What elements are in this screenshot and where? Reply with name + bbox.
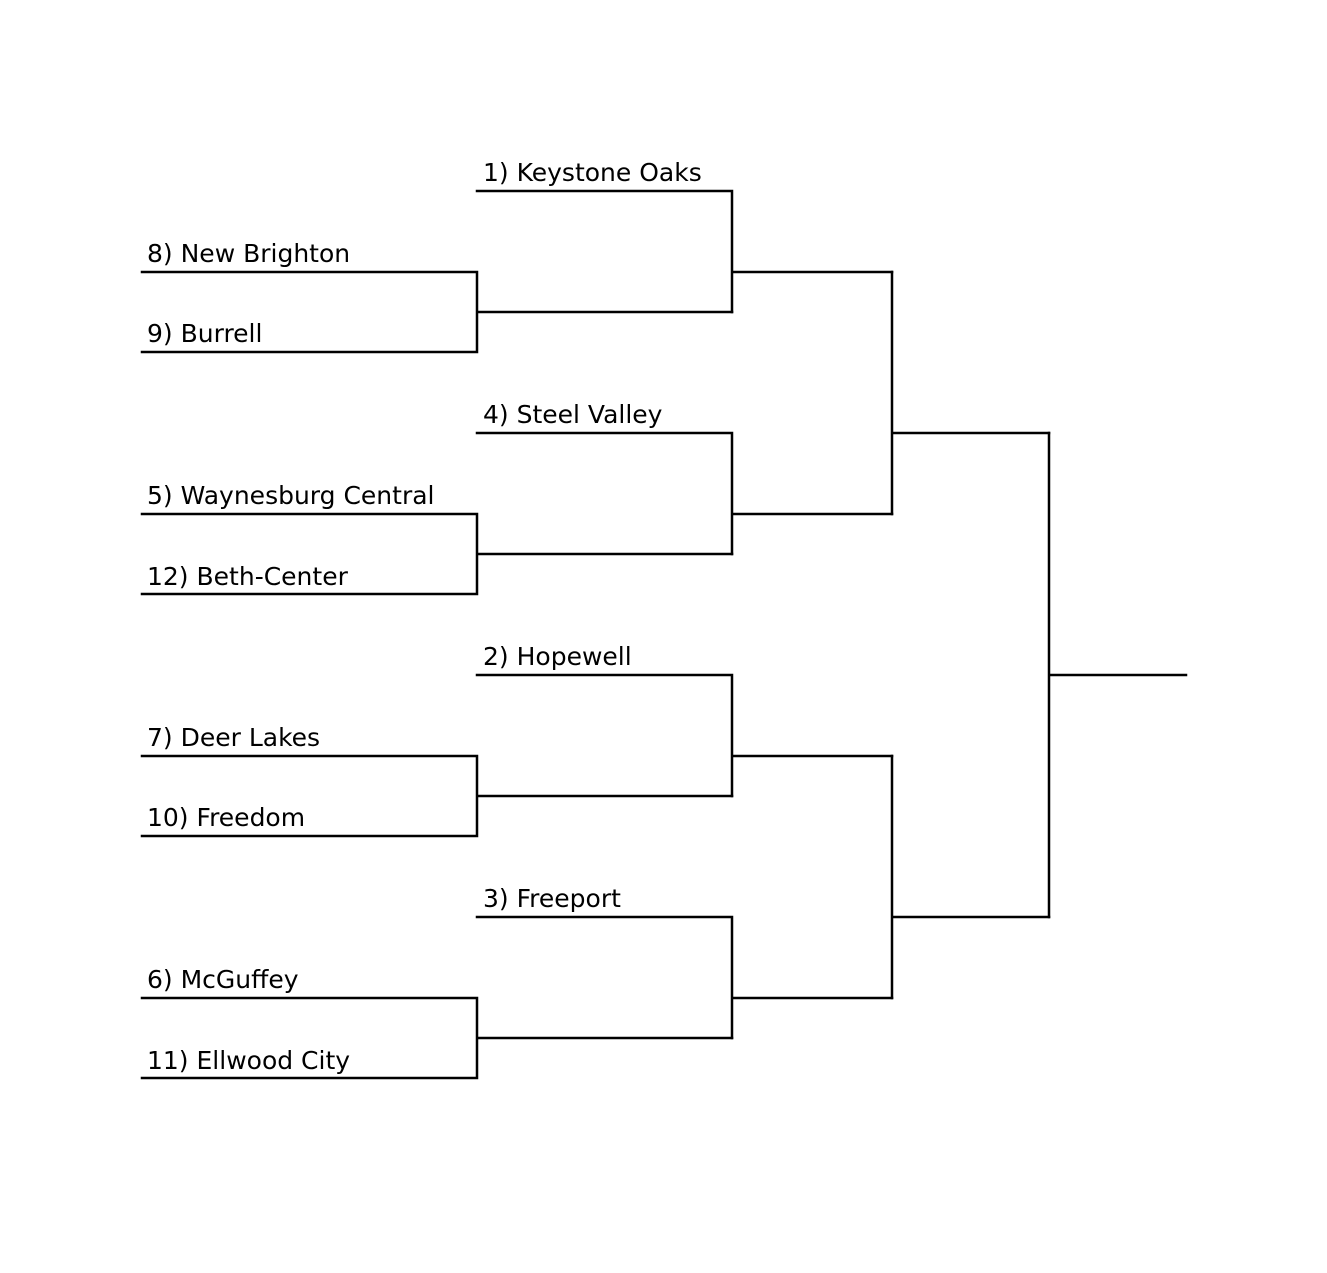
team-label-hopewell: 2) Hopewell	[483, 642, 632, 671]
team-label-beth-center: 12) Beth-Center	[147, 562, 349, 591]
team-label-burrell: 9) Burrell	[147, 319, 262, 348]
bracket-line-r1-match3	[140, 754, 734, 838]
team-label-freeport: 3) Freeport	[483, 884, 621, 913]
team-label-keystone-oaks: 1) Keystone Oaks	[483, 158, 702, 187]
bracket-line-r2-match3	[475, 673, 894, 798]
bracket-line-r1-match1	[140, 270, 734, 354]
bracket-line-r2-match2	[475, 431, 894, 556]
team-label-steel-valley: 4) Steel Valley	[483, 400, 663, 429]
team-label-ellwood-city: 11) Ellwood City	[147, 1046, 350, 1075]
team-label-deer-lakes: 7) Deer Lakes	[147, 723, 320, 752]
bracket-line-semifinal-2	[890, 754, 1051, 1000]
bracket-line-r1-match4	[140, 996, 734, 1080]
bracket-line-semifinal-1	[890, 270, 1051, 516]
team-label-freedom: 10) Freedom	[147, 803, 305, 832]
bracket-line-r1-match2	[140, 512, 734, 596]
bracket-line-r2-match4	[475, 915, 894, 1040]
team-label-mcguffey: 6) McGuffey	[147, 965, 299, 994]
team-label-new-brighton: 8) New Brighton	[147, 239, 350, 268]
bracket-line-r2-match1	[475, 189, 894, 314]
bracket-line-final	[1047, 431, 1188, 919]
team-label-waynesburg-central: 5) Waynesburg Central	[147, 481, 435, 510]
